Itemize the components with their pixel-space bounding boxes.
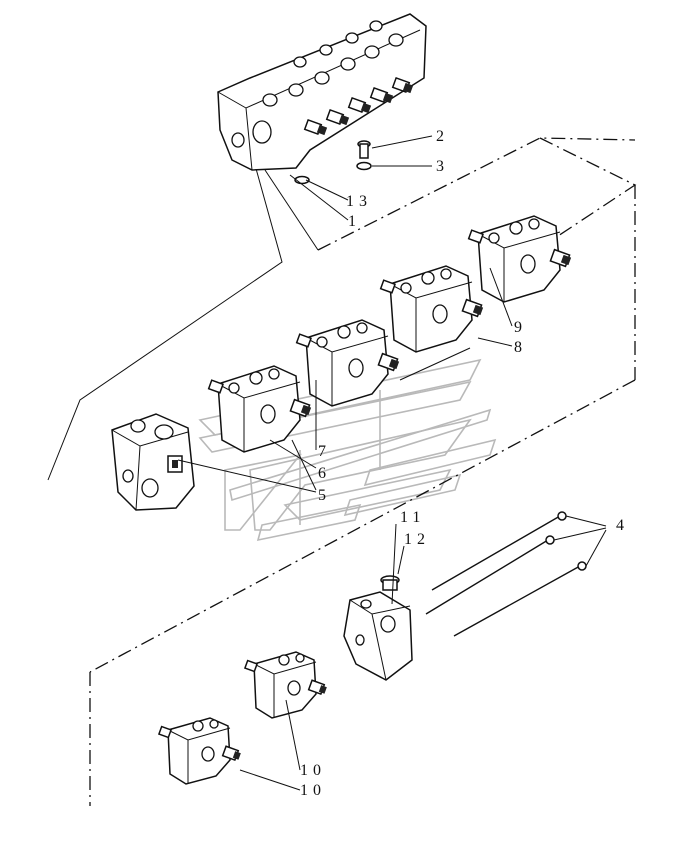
brand-logo-watermark bbox=[198, 358, 497, 542]
inlet-block bbox=[111, 413, 195, 511]
outlet-block bbox=[343, 591, 413, 681]
callout-10-lower: 10 bbox=[300, 782, 326, 799]
bolt-icon bbox=[357, 140, 371, 159]
valve-section-upper-middle bbox=[379, 265, 484, 353]
valve-section-lower bbox=[207, 365, 312, 453]
callout-12: 12 bbox=[404, 531, 430, 548]
callout-3: 3 bbox=[436, 158, 449, 175]
assembly-boundary-upper bbox=[317, 137, 636, 251]
main-valve-assembly bbox=[217, 13, 427, 171]
explode-line-right bbox=[264, 169, 319, 251]
explode-line-left bbox=[47, 164, 283, 481]
callout-8: 8 bbox=[514, 339, 527, 356]
assembly-boundary-top-right bbox=[539, 137, 637, 239]
callout-9: 9 bbox=[514, 319, 527, 336]
callout-4: 4 bbox=[616, 517, 629, 534]
callout-7: 7 bbox=[318, 443, 331, 460]
callout-10-upper: 10 bbox=[300, 762, 326, 779]
plug-icon bbox=[380, 575, 400, 591]
callout-6: 6 bbox=[318, 465, 331, 482]
washer-icon bbox=[356, 161, 372, 171]
callout-2: 2 bbox=[436, 128, 449, 145]
valve-section-lower-b bbox=[158, 717, 242, 785]
rod-nut-icon bbox=[557, 511, 567, 521]
callout-13: 13 bbox=[346, 193, 372, 210]
callout-1: 1 bbox=[348, 213, 361, 230]
valve-section-right bbox=[467, 215, 572, 303]
rod-nut-icon bbox=[545, 535, 555, 545]
rod-nut-icon bbox=[577, 561, 587, 571]
valve-section-lower-a bbox=[244, 651, 328, 719]
tie-rods bbox=[425, 511, 607, 637]
callout-11: 11 bbox=[400, 509, 425, 526]
valve-section-middle bbox=[295, 319, 400, 407]
callout-5: 5 bbox=[318, 487, 331, 504]
